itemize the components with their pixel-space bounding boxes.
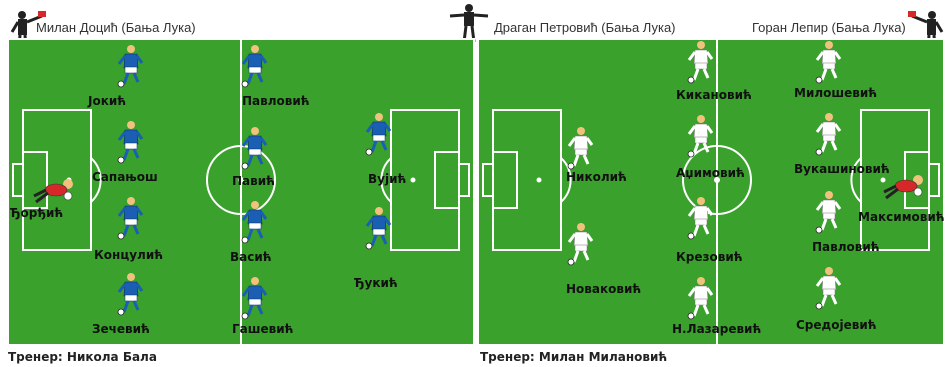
player-name: Концулић [94, 248, 163, 262]
player-name: Н.Лазаревић [672, 322, 761, 336]
coach-right: Тренер: Милан Милановић [480, 350, 667, 364]
player-name: Николић [566, 170, 627, 184]
player-figure-icon [240, 126, 268, 175]
player-figure-icon [116, 196, 144, 245]
player-figure-icon [814, 266, 842, 315]
player-name: Јокић [88, 94, 126, 108]
referee-left-label: Милан Доцић (Бања Лука) [36, 20, 196, 35]
player-name: Павић [232, 174, 275, 188]
player-figure-icon [240, 276, 268, 325]
player-name: Крезовић [676, 250, 743, 264]
player-figure-icon [566, 126, 594, 175]
player-name: Средојевић [796, 318, 877, 332]
player-name: Ђукић [354, 276, 398, 290]
player-name: Гашевић [232, 322, 293, 336]
referee-center-icon [448, 2, 490, 42]
player-name: Максимовић [858, 210, 945, 224]
player-name: Вукашиновић [794, 162, 890, 176]
player-figure-icon [686, 114, 714, 163]
player-name: Зечевић [92, 322, 150, 336]
player-name: Павловић [812, 240, 880, 254]
player-name: Аџимовић [676, 166, 745, 180]
player-figure-icon [364, 206, 392, 255]
player-name: Павловић [242, 94, 310, 108]
player-figure-icon [686, 276, 714, 325]
player-figure-icon [880, 172, 926, 207]
referee-right-label: Горан Лепир (Бања Лука) [752, 20, 906, 35]
player-name: Кикановић [676, 88, 752, 102]
player-figure-icon [686, 196, 714, 245]
player-figure-icon [814, 40, 842, 89]
player-name: Сапањош [92, 170, 158, 184]
player-name: Васић [230, 250, 272, 264]
referee-center-label: Драган Петровић (Бања Лука) [494, 20, 676, 35]
player-figure-icon [240, 200, 268, 249]
player-figure-icon [686, 40, 714, 89]
player-name: Новаковић [566, 282, 641, 296]
player-figure-icon [814, 112, 842, 161]
player-name: Милошевић [794, 86, 877, 100]
player-figure-icon [814, 190, 842, 239]
player-figure-icon [240, 44, 268, 93]
player-name: Вујић [368, 172, 406, 186]
player-name: Ђорђић [10, 206, 63, 220]
player-figure-icon [566, 222, 594, 271]
player-figure-icon [116, 44, 144, 93]
player-figure-icon [116, 272, 144, 321]
player-figure-icon [116, 120, 144, 169]
player-figure-icon [364, 112, 392, 161]
coach-left: Тренер: Никола Бала [8, 350, 157, 364]
